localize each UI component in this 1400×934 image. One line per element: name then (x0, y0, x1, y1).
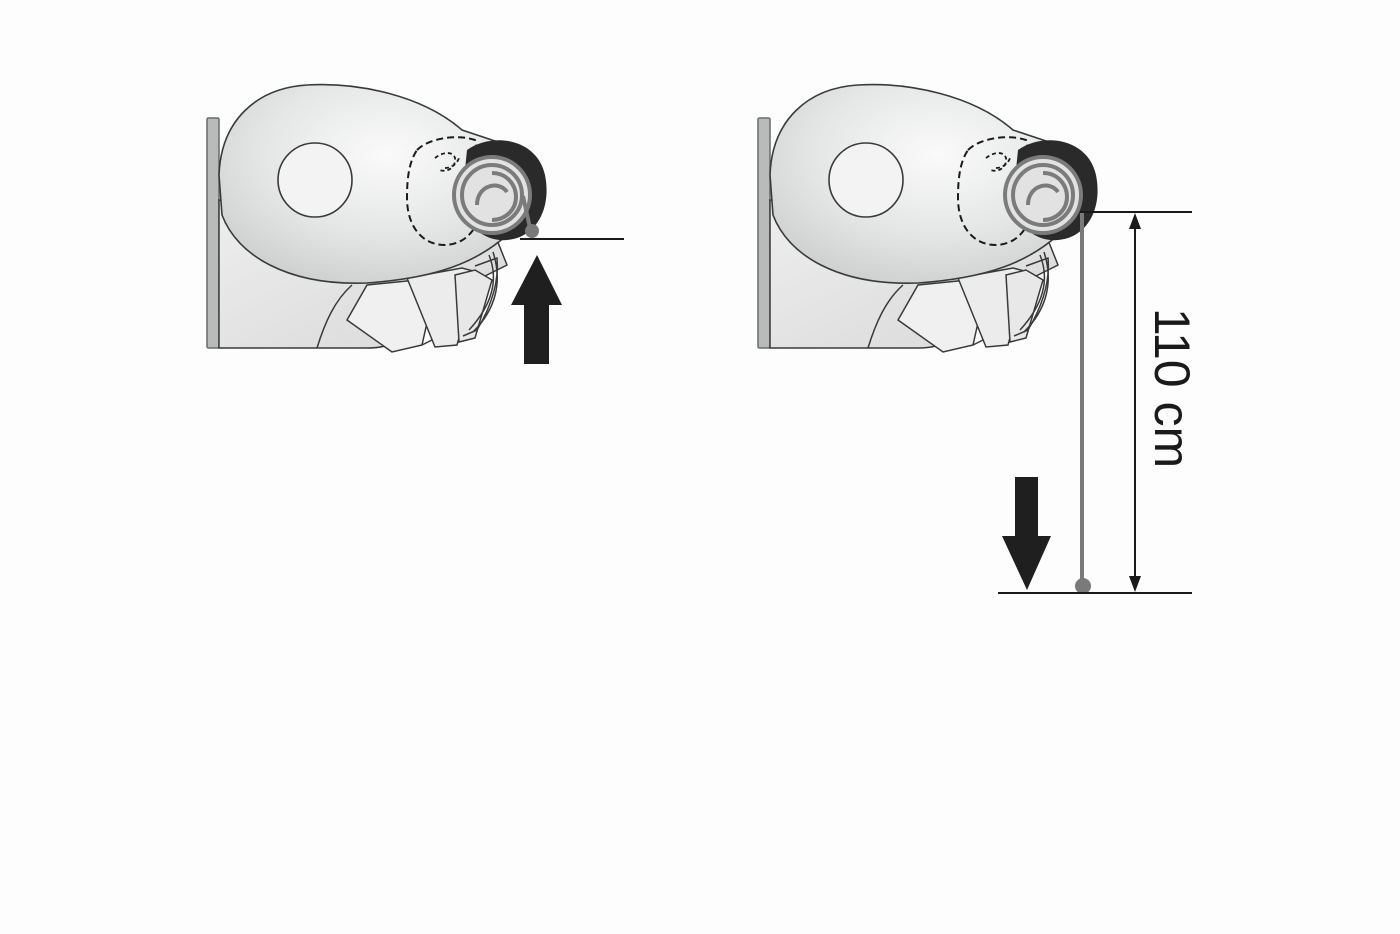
dimension-line (1129, 213, 1141, 592)
awning-unit-right (756, 82, 1100, 354)
crank-stub-left (521, 195, 539, 238)
crank-rod-right (1075, 212, 1091, 594)
arrow-up-icon (511, 255, 562, 364)
dimension-label: 110 cm (1144, 308, 1200, 468)
arrow-down-icon (1002, 477, 1051, 590)
awning-unit-left (205, 82, 549, 354)
